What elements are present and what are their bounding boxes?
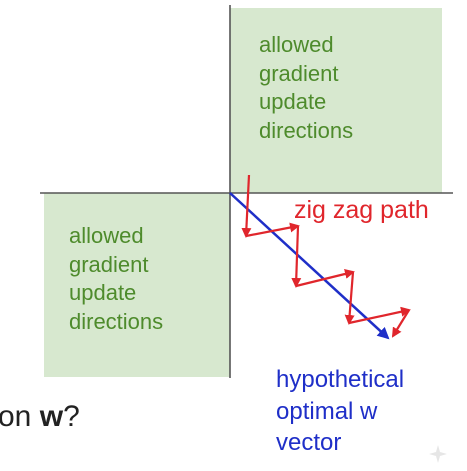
zigzag-path-label: zig zag path [294, 196, 429, 224]
question-suffix: ? [63, 400, 80, 433]
allowed-region-top-right [230, 8, 442, 193]
zigzag-step-5 [344, 271, 355, 325]
zigzag-step-3 [291, 225, 302, 288]
question-bold-variable: w [39, 400, 64, 433]
optimal-w-vector [229, 192, 390, 340]
zigzag-step-4 [295, 269, 355, 288]
sparkle-icon [429, 445, 447, 463]
optimal-vector-label: hypothetical optimal w vector [276, 366, 405, 456]
question-prefix: on [0, 400, 40, 433]
region-label-bottom-left: allowed gradient update directions [69, 223, 164, 334]
question-text: on w? [0, 400, 80, 434]
zigzag-step-1 [241, 174, 252, 238]
zigzag-step-6 [348, 306, 411, 325]
allowed-region-bottom-left [44, 193, 230, 377]
zigzag-step-2 [245, 222, 300, 238]
zigzag-path [241, 174, 411, 338]
region-label-top-right: allowed gradient update directions [259, 32, 354, 143]
zigzag-step-7 [391, 309, 410, 338]
